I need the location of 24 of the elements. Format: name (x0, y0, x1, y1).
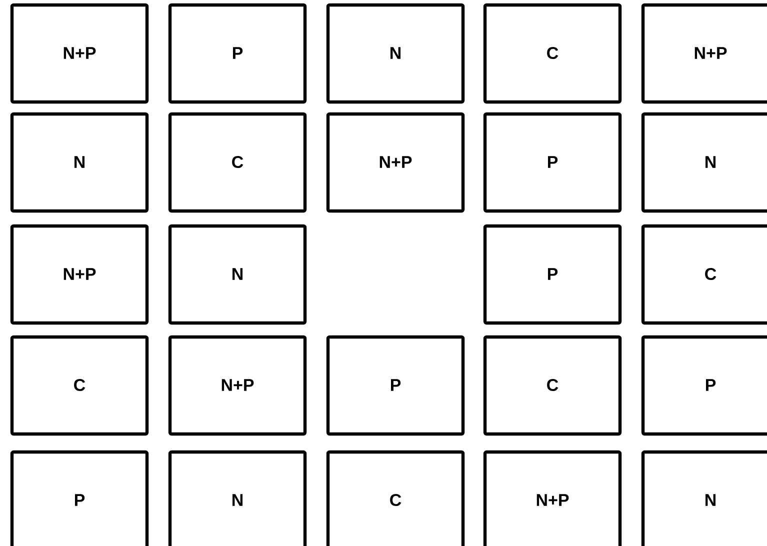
grid-box: C (10, 335, 149, 436)
grid-box: C (483, 3, 622, 104)
grid-box: C (483, 335, 622, 436)
grid-box: P (326, 335, 465, 436)
grid-box: P (10, 450, 149, 546)
grid-box: N+P (326, 112, 465, 213)
grid-box: N+P (483, 450, 622, 546)
grid-box: N (10, 112, 149, 213)
grid-box: N+P (168, 335, 307, 436)
grid-box: C (641, 224, 767, 325)
grid-box: N+P (10, 3, 149, 104)
grid-box: P (483, 112, 622, 213)
grid-box: C (168, 112, 307, 213)
grid-box: N (641, 112, 767, 213)
grid-box: P (641, 335, 767, 436)
grid-box: C (326, 450, 465, 546)
grid-box: N (168, 450, 307, 546)
grid-box: N+P (641, 3, 767, 104)
grid-box: N+P (10, 224, 149, 325)
grid-box: P (483, 224, 622, 325)
grid-box: N (326, 3, 465, 104)
grid-box: N (168, 224, 307, 325)
grid-box: N (641, 450, 767, 546)
grid-box: P (168, 3, 307, 104)
